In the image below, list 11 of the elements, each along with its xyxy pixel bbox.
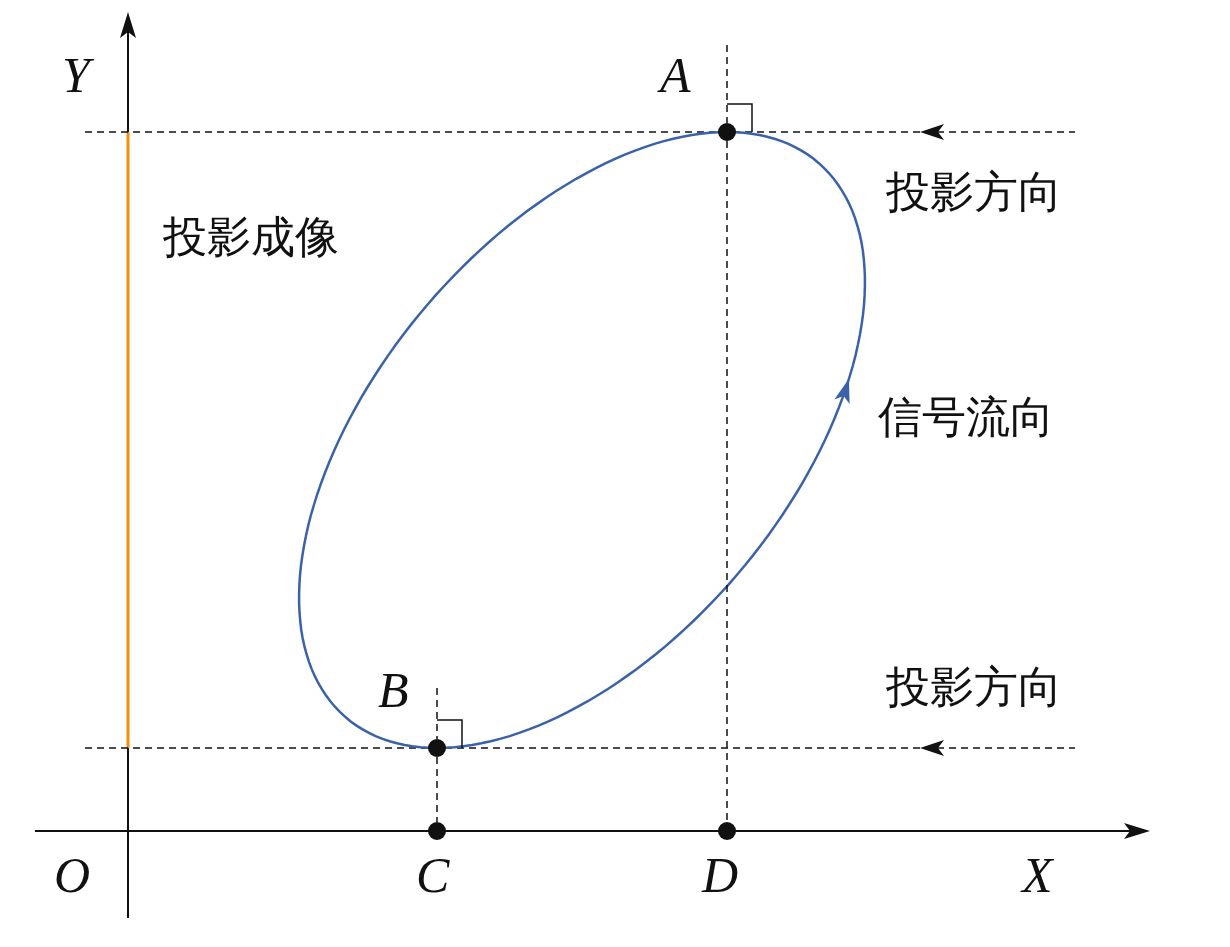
point-label: B (378, 665, 409, 715)
projection-line (726, 140, 728, 823)
annotation-text: 投影成像 (163, 215, 339, 259)
point-label: C (416, 850, 450, 900)
projection-line (436, 756, 438, 823)
annotation-text: 信号流向 (878, 395, 1054, 439)
axis-label: X (1022, 850, 1053, 900)
annotation-text: 投影方向 (886, 665, 1062, 709)
axis-label: O (54, 850, 91, 900)
point-label: D (702, 850, 739, 900)
annotation-text: 投影方向 (886, 170, 1062, 214)
